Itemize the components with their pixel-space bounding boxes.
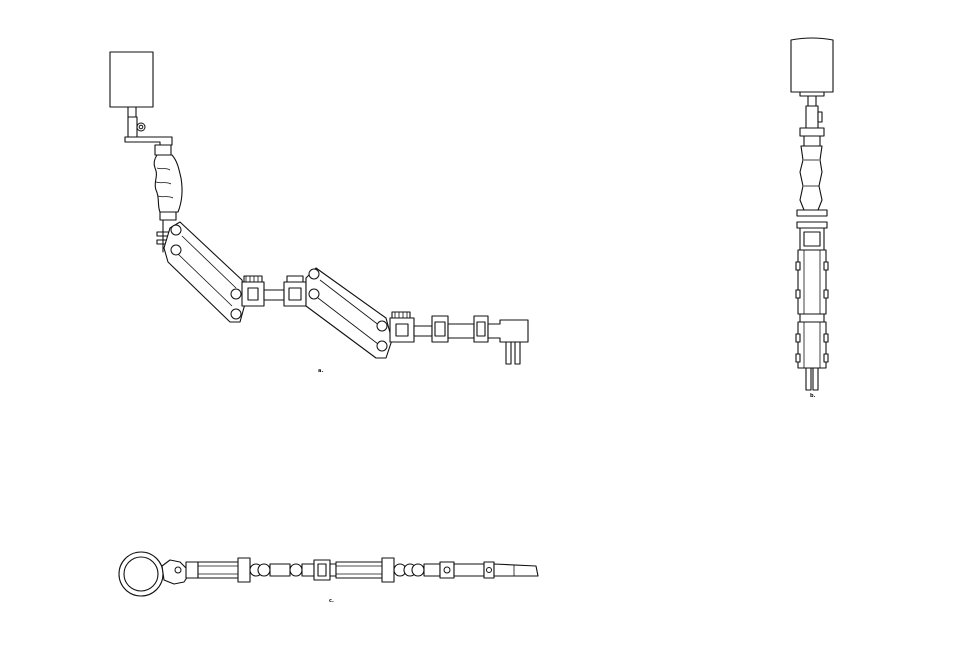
side-upper-arm-link <box>163 221 247 323</box>
front-mount-post <box>807 95 817 107</box>
front-arm-column <box>795 249 829 369</box>
side-middle-joint-1 <box>241 275 307 307</box>
top-view-label: c. <box>329 598 334 604</box>
side-end-mount <box>447 315 529 365</box>
front-tilt-head <box>805 105 819 129</box>
front-end-post <box>805 367 812 391</box>
top-camera-ring-inner <box>123 556 159 592</box>
top-grip <box>161 559 189 585</box>
side-view: a. <box>109 51 529 374</box>
side-grip-handle <box>153 154 183 213</box>
side-bracket <box>124 136 173 146</box>
top-view: c. <box>118 551 539 604</box>
front-grip-handle <box>799 145 823 211</box>
top-joint-1 <box>249 559 337 581</box>
side-lower-arm-link <box>305 267 393 359</box>
top-joint-2 <box>393 561 495 579</box>
side-middle-joint-2 <box>389 311 449 343</box>
side-grip-collar <box>154 144 172 156</box>
side-tilt-head <box>127 116 146 138</box>
front-view-label: b. <box>810 393 816 399</box>
front-camera-block <box>790 37 834 93</box>
side-mount-post <box>127 106 137 118</box>
side-camera-block <box>109 51 154 108</box>
top-end-mount <box>493 563 539 577</box>
front-view: b. <box>790 37 834 399</box>
side-view-label: a. <box>318 368 323 374</box>
